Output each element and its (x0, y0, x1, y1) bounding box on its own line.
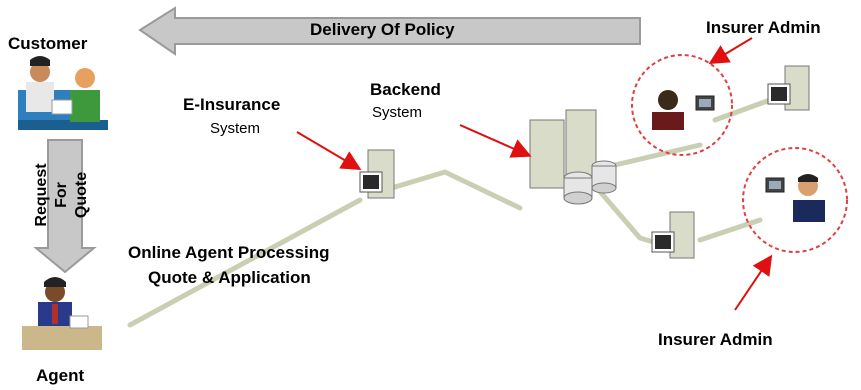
branch-computer (651, 211, 695, 259)
online-agent-label-line1: Online Agent Processing (128, 243, 330, 262)
insurer-admin-top-label: Insurer Admin (706, 18, 821, 37)
agent-illustration (22, 277, 102, 350)
insurer-admin-circle-bottom (742, 147, 848, 253)
online-agent-label-line2: Quote & Application (148, 268, 311, 287)
backend-subtitle: System (372, 104, 423, 121)
network-lines (127, 97, 773, 328)
pointer-arrows (296, 37, 773, 311)
agent-label: Agent (36, 366, 85, 385)
einsurance-subtitle: System (210, 120, 261, 137)
einsurance-title: E-Insurance (183, 95, 281, 114)
delivery-arrow (138, 6, 641, 56)
admin-computer-top (767, 65, 810, 111)
for-label: For (53, 182, 70, 208)
insurer-admin-circle-top (631, 54, 733, 156)
quote-label: Quote (73, 171, 90, 219)
customer-illustration (18, 56, 108, 130)
delivery-of-policy-label: Delivery Of Policy (310, 20, 455, 39)
einsurance-computer (359, 149, 395, 199)
customer-label: Customer (8, 34, 88, 53)
insurer-admin-bottom-label: Insurer Admin (658, 330, 773, 349)
request-label: Request (33, 163, 50, 227)
backend-title: Backend (370, 80, 441, 99)
backend-servers (529, 109, 617, 205)
request-arrow (33, 139, 97, 274)
